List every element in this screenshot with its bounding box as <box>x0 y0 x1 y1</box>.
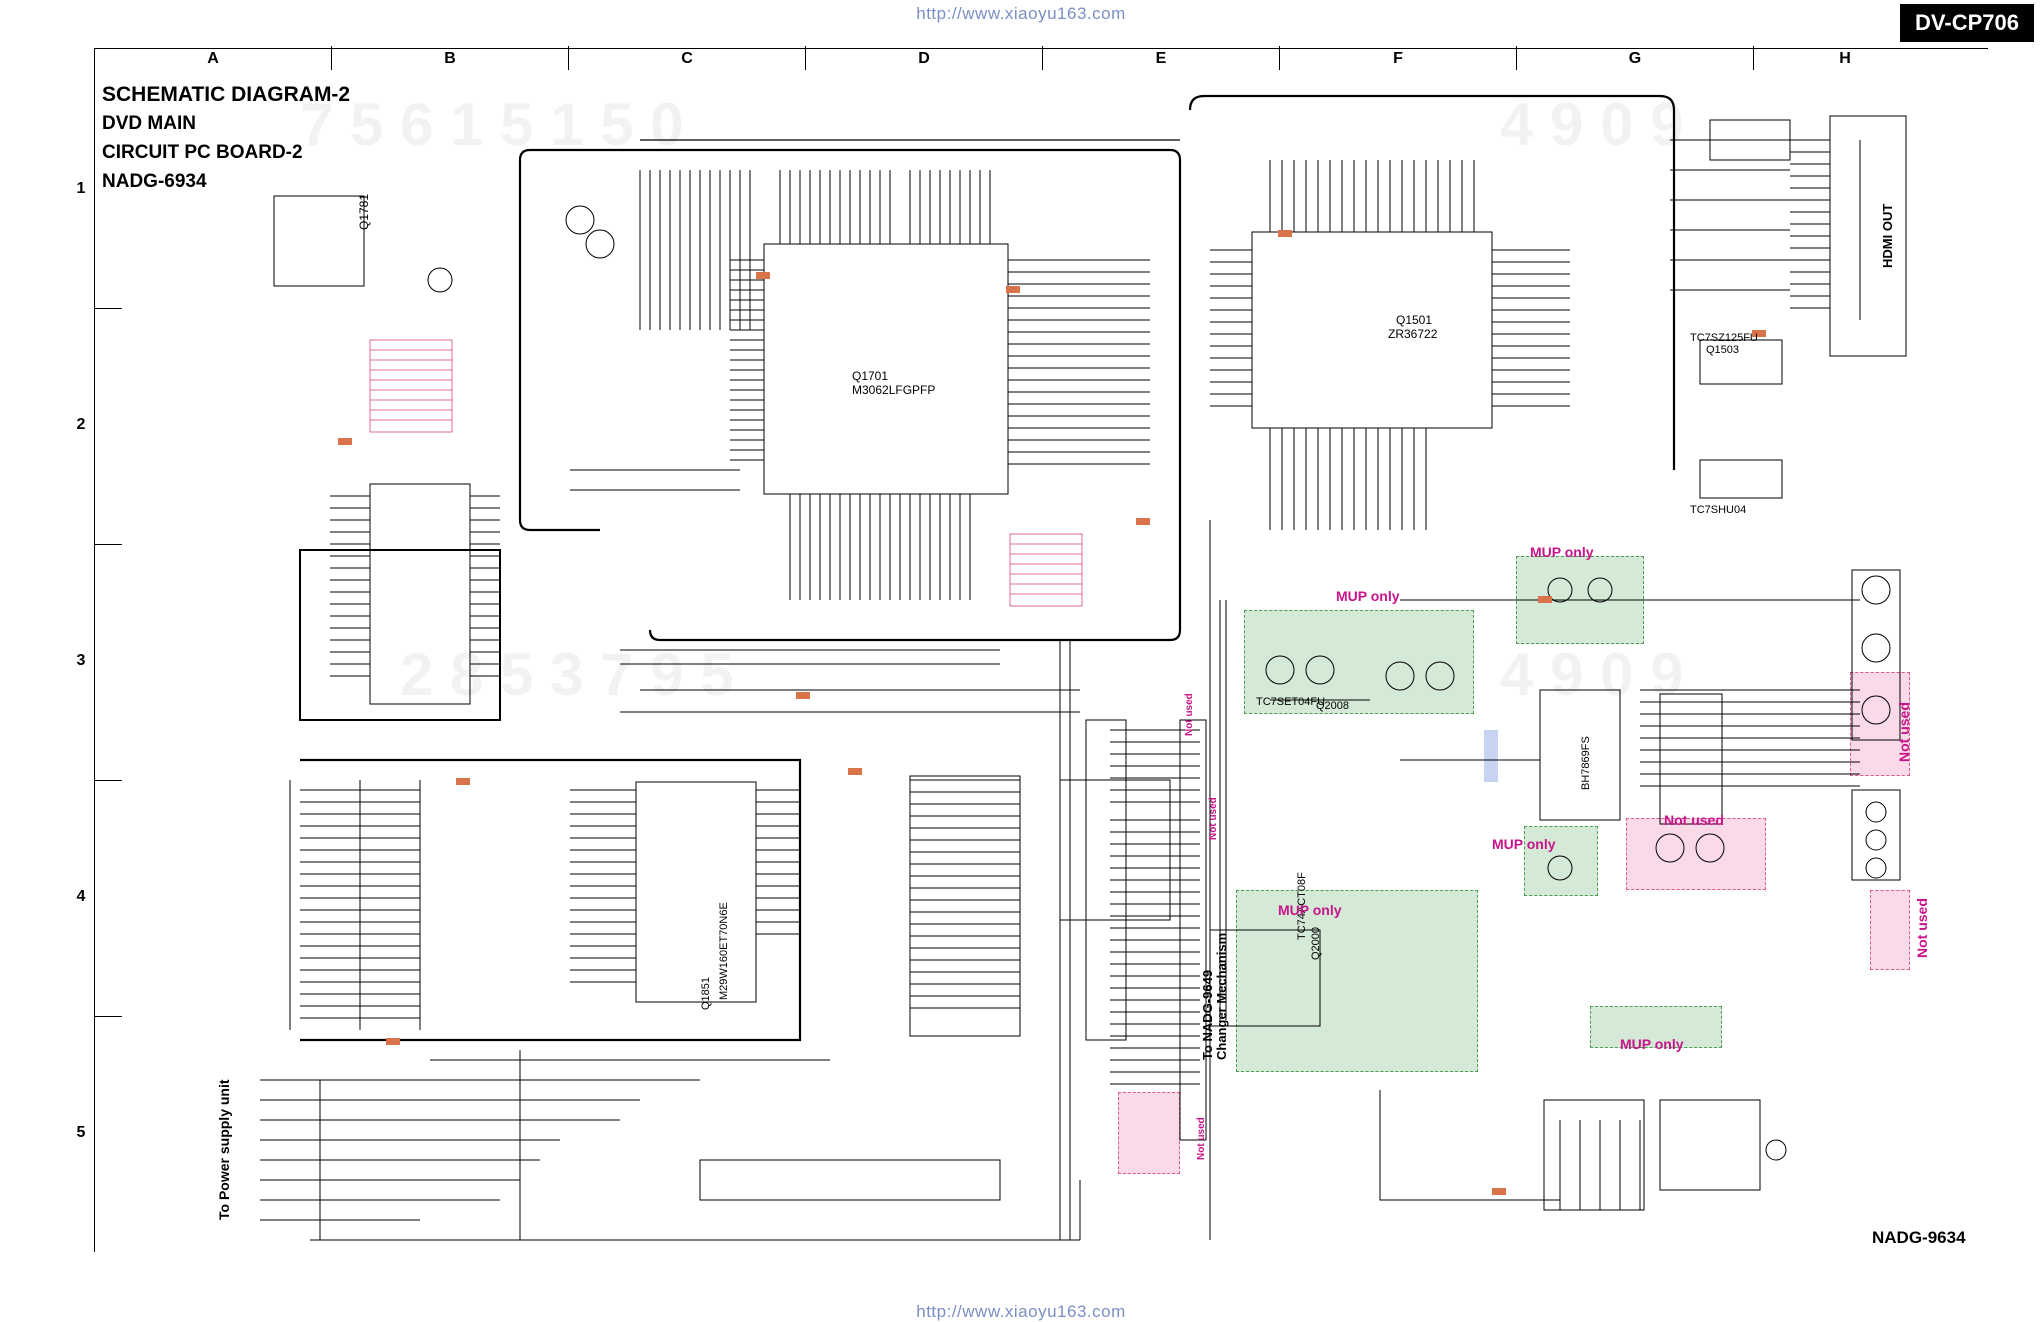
row-label-1: 1 <box>76 180 86 197</box>
voltage-tag <box>848 768 862 775</box>
voltage-tag <box>1006 286 1020 293</box>
source-url-bottom: http://www.xiaoyu163.com <box>916 1302 1126 1321</box>
board-footer-label: NADG-9634 <box>1872 1228 1966 1247</box>
diagram-board-number: NADG-6934 <box>102 171 207 192</box>
diagram-subtitle-1: DVD MAIN <box>102 113 196 134</box>
mup-only-region <box>1590 1006 1722 1048</box>
column-label-e: E <box>1155 50 1167 67</box>
watermark: 4 9 0 9 <box>1500 641 1684 708</box>
model-badge: DV-CP706 <box>1900 4 2034 42</box>
component-q1503-part: TC7SZ125FU <box>1690 332 1758 344</box>
voltage-tag <box>456 778 470 785</box>
voltage-tag <box>1136 518 1150 525</box>
to-nadg-label: To NADG-9649 <box>1200 969 1215 1060</box>
mup-only-note: MUP only <box>1336 588 1400 604</box>
row-label-5: 5 <box>76 1124 86 1141</box>
component-q1851-part: M29W160ET70N6E <box>718 902 730 1000</box>
component-tc7shu04: TC7SHU04 <box>1690 504 1747 516</box>
grid-left-border <box>94 48 95 1252</box>
voltage-tag <box>756 272 770 279</box>
component-bh7869fs: BH7869FS <box>1580 736 1592 790</box>
component-q1501: Q1501 <box>1396 313 1433 327</box>
hdmi-out-label: HDMI OUT <box>1880 203 1895 268</box>
row-label-3: 3 <box>76 652 86 669</box>
component-tc7set04fu: TC7SET04FU <box>1256 696 1326 708</box>
component-q2000: Q2000 <box>1310 926 1322 960</box>
component-q1851: Q1851 <box>700 976 712 1010</box>
component-q1701-part: M3062LFGPFP <box>852 383 936 397</box>
source-url-top: http://www.xiaoyu163.com <box>916 4 1126 23</box>
voltage-tag <box>1492 1188 1506 1195</box>
not-used-note: Not used <box>1196 1117 1207 1160</box>
not-used-region <box>1118 1092 1180 1174</box>
column-divider <box>331 46 332 70</box>
component-q1501-part: ZR36722 <box>1388 327 1438 341</box>
column-divider <box>1753 46 1754 70</box>
column-label-f: F <box>1393 50 1403 67</box>
not-used-note: Not used <box>1896 702 1912 762</box>
grid-top-border <box>94 48 1988 49</box>
row-label-4: 4 <box>76 888 86 905</box>
not-used-note: Not used <box>1664 812 1724 828</box>
column-divider <box>1279 46 1280 70</box>
voltage-tag <box>1538 596 1552 603</box>
not-used-note: Not used <box>1208 797 1219 840</box>
row-divider <box>94 1016 122 1017</box>
voltage-tag <box>386 1038 400 1045</box>
mup-only-note: MUP only <box>1620 1036 1684 1052</box>
diagram-subtitle-2: CIRCUIT PC BOARD-2 <box>102 142 303 163</box>
not-used-region <box>1626 818 1766 890</box>
column-divider <box>568 46 569 70</box>
voltage-tag <box>1278 230 1292 237</box>
mup-only-region <box>1524 826 1598 896</box>
row-divider <box>94 780 122 781</box>
not-used-note: Not used <box>1184 693 1195 736</box>
mup-only-region <box>1244 610 1474 714</box>
component-q1701: Q1701 <box>852 369 889 383</box>
mup-only-region <box>1236 890 1478 1072</box>
not-used-region <box>1870 890 1910 970</box>
column-label-h: H <box>1839 50 1851 67</box>
not-used-note: Not used <box>1914 898 1930 958</box>
row-divider <box>94 308 122 309</box>
mup-only-note: MUP only <box>1492 836 1556 852</box>
watermark: 2 8 5 3 7 9 5 <box>400 641 734 708</box>
voltage-tag <box>796 692 810 699</box>
watermark: 4 9 0 9 <box>1500 91 1684 158</box>
component-q1503: Q1503 <box>1706 344 1740 356</box>
column-label-b: B <box>444 50 456 67</box>
mup-only-note: MUP only <box>1530 544 1594 560</box>
column-label-a: A <box>207 50 219 67</box>
mup-only-note: MUP only <box>1278 902 1342 918</box>
title-block: SCHEMATIC DIAGRAM-2 DVD MAIN CIRCUIT PC … <box>102 80 350 196</box>
column-divider <box>1516 46 1517 70</box>
watermark: 7 5 6 1 5 1 5 0 <box>300 91 684 158</box>
column-label-c: C <box>681 50 693 67</box>
column-divider <box>805 46 806 70</box>
column-divider <box>1042 46 1043 70</box>
diagram-title: SCHEMATIC DIAGRAM-2 <box>102 83 351 106</box>
highlighted-line <box>1484 730 1498 782</box>
row-label-2: 2 <box>76 416 86 433</box>
voltage-tag <box>338 438 352 445</box>
voltage-tag <box>1752 330 1766 337</box>
component-q1781: Q1781 <box>357 193 371 230</box>
changer-mech-label: Changer Mechanism <box>1214 932 1229 1060</box>
column-label-d: D <box>918 50 930 67</box>
column-label-g: G <box>1628 50 1642 67</box>
row-divider <box>94 544 122 545</box>
component-q2008: Q2008 <box>1316 700 1350 712</box>
to-power-supply-label: To Power supply unit <box>216 1079 232 1220</box>
